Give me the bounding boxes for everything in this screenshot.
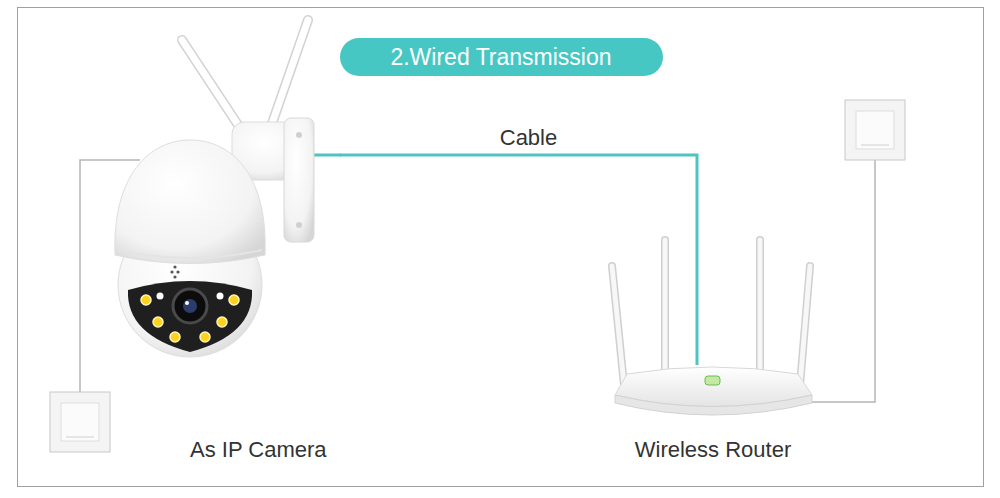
drawing-part: [615, 395, 812, 415]
camera-node: As IP Camera: [100, 20, 340, 470]
drawing-part: [66, 437, 94, 438]
drawing-part: [157, 293, 164, 300]
drawing-part: [705, 376, 720, 385]
drawing-part: [141, 295, 239, 342]
drawing-part: [284, 118, 314, 242]
drawing-part: [217, 293, 224, 300]
power-outlet: [50, 392, 110, 452]
drawing-part: [141, 295, 151, 305]
drawing-part: [800, 266, 810, 385]
drawing-part: [296, 222, 302, 228]
drawing-part: [612, 240, 810, 385]
drawing-part: [612, 266, 624, 385]
drawing-part: [861, 145, 889, 146]
drawing-part: [185, 301, 189, 305]
drawing-part: [612, 266, 624, 385]
drawing-part: [661, 240, 669, 375]
frame-border: [18, 8, 984, 487]
cable-label: Cable: [497, 125, 560, 151]
router-node: Wireless Router: [600, 365, 830, 470]
drawing-part: [183, 299, 197, 313]
drawing-part: [800, 266, 810, 385]
drawing-part: [810, 160, 875, 402]
drawing-part: [173, 289, 207, 323]
drawing-part: [170, 332, 180, 342]
node-label: Wireless Router: [635, 437, 791, 463]
drawing-part: [115, 140, 265, 264]
drawing-part: [856, 111, 894, 149]
drawing-part: [173, 275, 176, 278]
drawing-part: [157, 293, 224, 300]
drawing-part: [200, 332, 210, 342]
drawing-part: [663, 240, 668, 375]
drawing-part: [229, 295, 239, 305]
drawing-part: [176, 270, 179, 273]
router-illustration: [612, 240, 812, 415]
drawing-part: [118, 250, 262, 258]
drawing-part: [217, 317, 227, 327]
drawing-part: [756, 240, 764, 375]
drawing-part: [170, 270, 173, 273]
title-text: 2.Wired Transmission: [390, 44, 611, 71]
drawing-part: [153, 317, 163, 327]
drawing-part: [758, 240, 763, 375]
drawing-part: [50, 392, 110, 452]
drawing-part: [296, 132, 302, 138]
node-label: As IP Camera: [190, 437, 327, 463]
drawing-part: [61, 403, 99, 441]
power-outlet: [845, 100, 905, 160]
drawing-part: [845, 100, 905, 160]
camera-illustration: [115, 20, 341, 357]
drawing-part: [128, 281, 252, 352]
drawing-part: [173, 265, 176, 268]
cable-line: [340, 155, 697, 365]
drawing-part: [612, 240, 810, 385]
title-pill: 2.Wired Transmission: [340, 38, 663, 76]
